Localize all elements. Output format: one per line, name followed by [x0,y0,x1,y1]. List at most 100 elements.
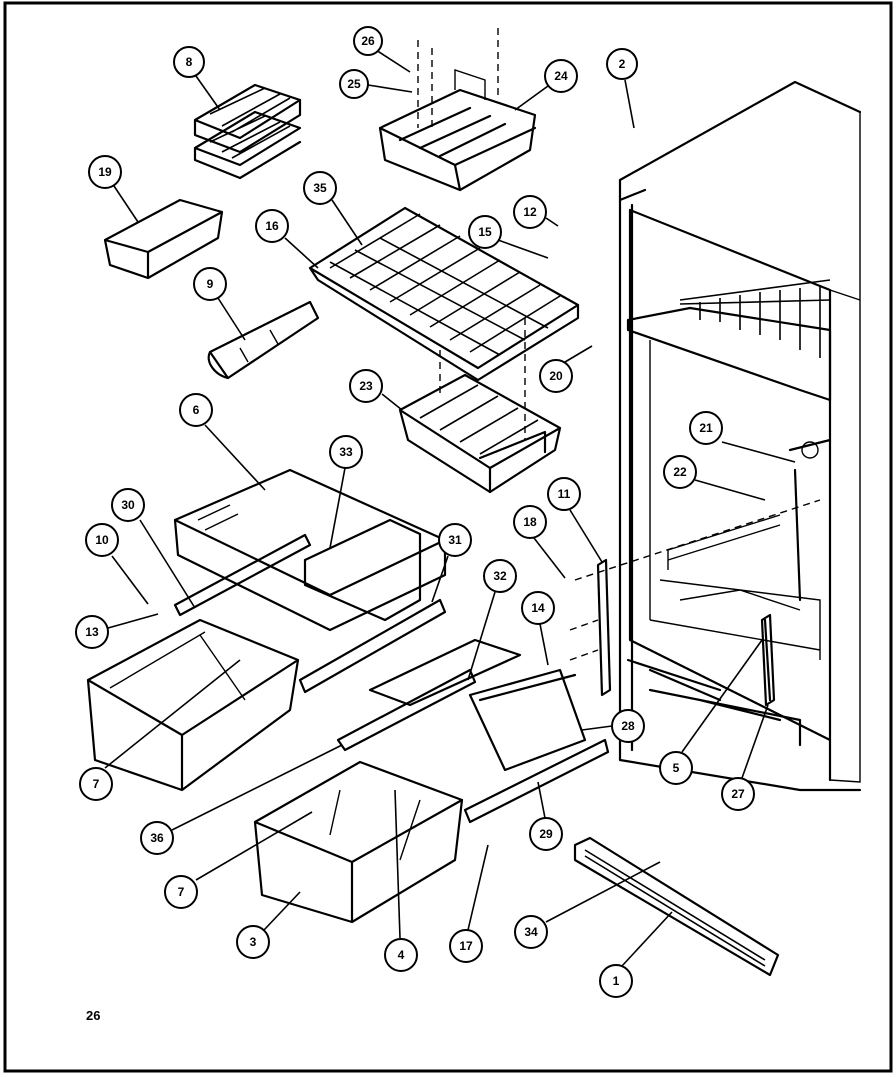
callout-circle [513,195,547,229]
callout[interactable]: 6 [179,393,266,491]
callout[interactable]: 24 [514,59,578,111]
callout-circle [140,821,174,855]
callout-label: 12 [523,205,537,219]
callout[interactable]: 15 [468,215,549,259]
cabinet [618,80,862,792]
callout[interactable]: 19 [88,155,139,223]
door-shelf-rack [398,373,562,494]
callout[interactable]: 31 [431,523,472,603]
callout[interactable]: 10 [85,523,149,605]
louver-cover [207,300,320,380]
callout-circle [79,767,113,801]
callout-circle [468,215,502,249]
callout[interactable]: 7 [79,659,241,801]
callout[interactable]: 30 [111,488,196,609]
callout-circle [659,751,693,785]
callout-label: 31 [448,533,462,547]
callout-circle [663,455,697,489]
callout-circle [689,411,723,445]
callout-circle [544,59,578,93]
callouts: 26 25 24 8 2 19 35 [75,26,796,998]
callout-label: 7 [178,885,185,899]
callout-circle [606,48,638,80]
callout[interactable]: 21 [689,411,796,463]
callout-label: 24 [554,69,568,83]
callout[interactable]: 28 [581,709,645,743]
callout-label: 5 [673,761,680,775]
callout[interactable]: 33 [329,435,363,549]
callout[interactable]: 12 [513,195,559,229]
callout[interactable]: 13 [75,613,159,649]
callout-label: 32 [493,569,507,583]
callout[interactable]: 18 [513,505,566,579]
callout[interactable]: 20 [539,345,593,393]
callout-label: 14 [531,601,545,615]
callout-label: 20 [549,369,563,383]
callout-label: 16 [265,219,279,233]
callout-circle [483,559,517,593]
callout-label: 36 [150,831,164,845]
callout-circle [514,915,548,949]
callout-circle [88,155,122,189]
callout[interactable]: 8 [173,46,221,111]
callout-circle [75,615,109,649]
callout-label: 34 [524,925,538,939]
callout-circle [513,505,547,539]
callout[interactable]: 17 [449,844,489,963]
callout[interactable]: 5 [659,639,763,785]
callout[interactable]: 34 [514,861,661,949]
callout[interactable]: 4 [384,789,418,972]
callout[interactable]: 11 [547,477,603,563]
toe-grille [573,836,780,977]
callout-label: 10 [95,533,109,547]
rail-brackets [569,499,821,707]
crisper-cover [173,468,447,632]
callout-label: 17 [459,939,473,953]
callout[interactable]: 35 [303,171,363,246]
callout[interactable]: 29 [529,781,563,851]
callout[interactable]: 36 [140,744,343,855]
ice-tray-rack [193,83,302,180]
callout-circle [255,209,289,243]
ice-bucket-assembly [378,28,537,192]
callout[interactable]: 9 [193,267,246,341]
callout-label: 15 [478,225,492,239]
callout[interactable]: 7 [164,811,313,909]
callout[interactable]: 14 [521,591,555,666]
callout[interactable]: 3 [236,891,301,959]
diagram-border [3,1,893,1073]
callout-circle [193,267,227,301]
callout-circle [521,591,555,625]
callout-label: 11 [558,487,571,501]
callout-circle [349,369,383,403]
callout-circle [384,938,418,972]
callout-label: 28 [621,719,635,733]
callout[interactable]: 27 [721,704,769,811]
callout-circle [236,925,270,959]
callout[interactable]: 26 [353,26,411,73]
callout-label: 9 [207,277,214,291]
crisper-drawer-left [86,618,300,792]
callout-label: 27 [731,787,745,801]
callout-label: 30 [121,498,135,512]
callout-label: 13 [85,625,99,639]
callout-label: 35 [313,181,327,195]
callout-circle [85,523,119,557]
callout[interactable]: 1 [599,911,673,998]
freezer-wire-shelf [308,206,580,440]
page-number: 26 [86,1008,101,1023]
callout[interactable]: 32 [467,559,517,681]
callout-circle [111,488,145,522]
callout-circle [179,393,213,427]
callout-label: 1 [613,974,620,988]
callout-label: 8 [186,55,193,69]
callout[interactable]: 16 [255,209,319,269]
callout-circle [173,46,205,78]
slide-rails [173,533,610,824]
callout[interactable]: 25 [339,69,413,99]
callout[interactable]: 23 [349,369,403,411]
callout-circle [611,709,645,743]
callout[interactable]: 22 [663,455,766,501]
callout[interactable]: 2 [606,48,638,129]
